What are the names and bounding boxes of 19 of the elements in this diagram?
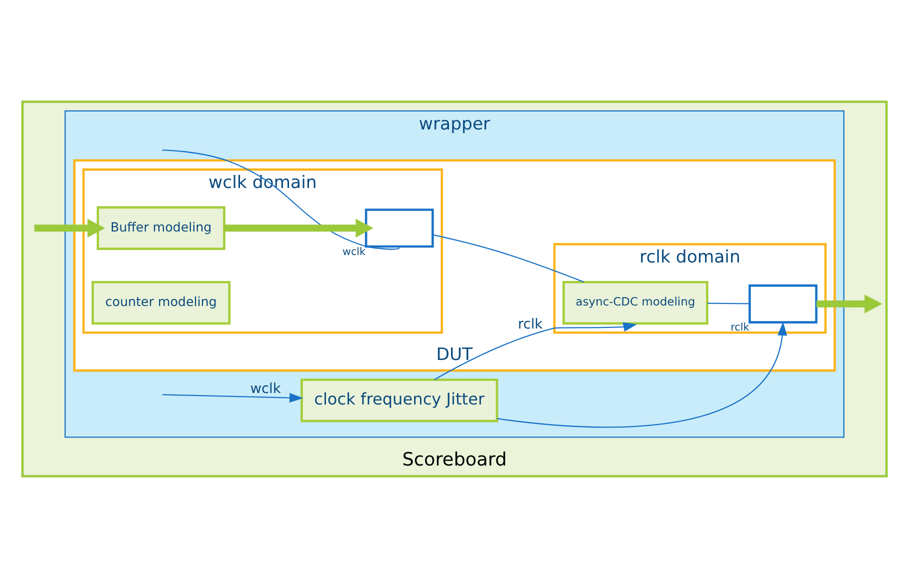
node-box <box>748 284 818 323</box>
arrow <box>224 218 374 237</box>
arrow <box>434 322 638 380</box>
arrow <box>816 294 882 313</box>
node-label: wclk <box>342 245 366 258</box>
connector <box>162 148 400 250</box>
node-box: clock frequency Jitter <box>300 378 498 422</box>
node-box: async-CDC modeling <box>562 280 708 324</box>
connector <box>432 234 584 282</box>
arrow <box>34 218 106 237</box>
node-box <box>364 208 434 248</box>
node-box: counter modeling <box>92 280 231 324</box>
edge-label: wclk <box>250 380 281 397</box>
node-box: Buffer modeling <box>96 206 226 250</box>
arrow <box>496 321 788 428</box>
node-label: rclk <box>730 321 750 334</box>
arrow <box>162 392 304 402</box>
edge-label: rclk <box>518 316 543 332</box>
connector <box>708 302 750 304</box>
